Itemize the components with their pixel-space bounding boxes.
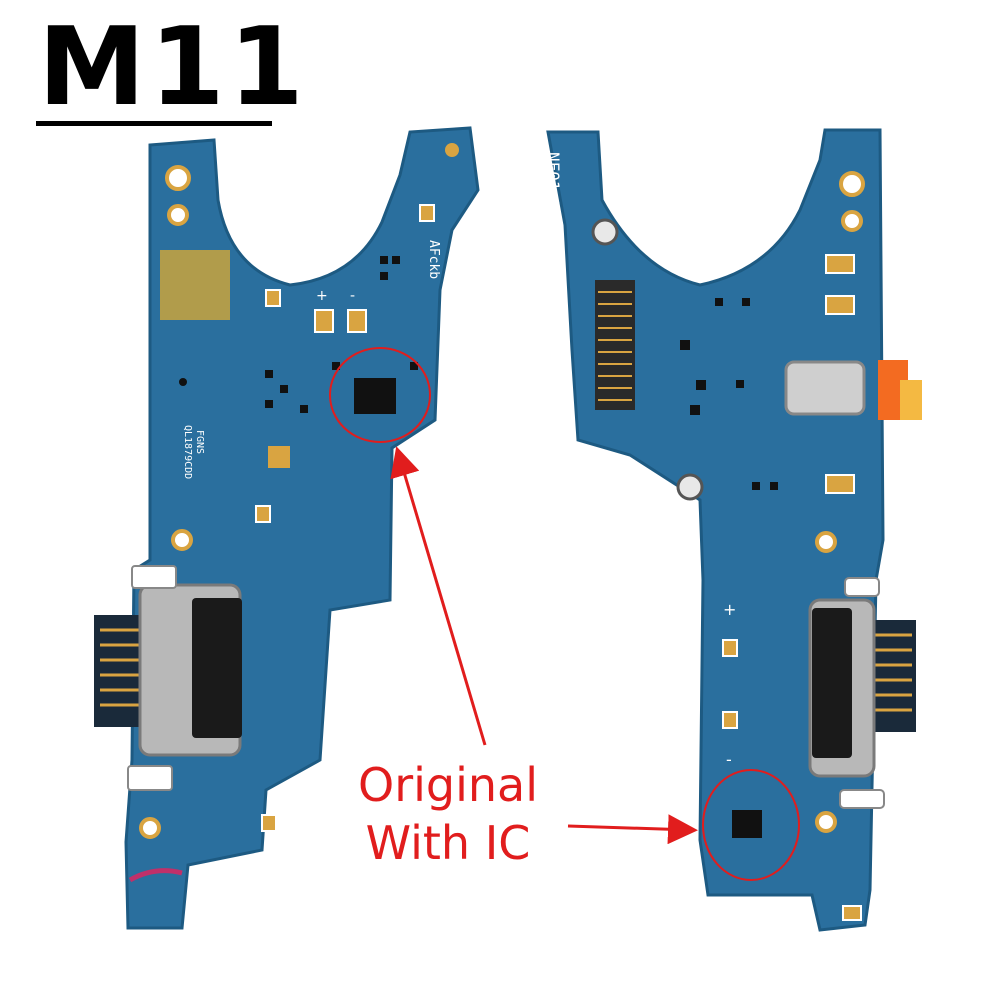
left-charging-board: AFckb FGNS QL1879CDD + -	[94, 126, 480, 930]
flex-connector	[868, 620, 916, 732]
coax-connector	[676, 473, 704, 501]
svg-text:QL1879CDD: QL1879CDD	[182, 425, 193, 479]
svg-text:+: +	[723, 600, 736, 619]
mounting-hole	[815, 811, 837, 833]
annotation-line-2: With IC	[365, 816, 531, 870]
mounting-hole	[167, 204, 189, 226]
board-to-board-connector	[595, 280, 635, 410]
ic-highlight-circle-left	[329, 347, 431, 443]
svg-text:FGNS: FGNS	[194, 430, 205, 454]
ic-chip	[354, 378, 396, 414]
svg-text:AFckb: AFckb	[426, 240, 441, 279]
ic-highlight-circle-right	[702, 769, 800, 881]
title-underline	[36, 121, 272, 126]
mounting-hole	[171, 529, 193, 551]
data-matrix-code	[160, 250, 230, 320]
annotation-arrow-left	[390, 446, 487, 746]
model-title: M11	[38, 5, 308, 130]
svg-text:+: +	[316, 288, 328, 304]
mounting-hole	[815, 531, 837, 553]
mounting-hole	[139, 817, 161, 839]
coax-connector	[591, 218, 619, 246]
right-charging-board: NF01 203 + -	[544, 128, 922, 932]
svg-text:-: -	[726, 750, 732, 769]
svg-text:NF01 203: NF01 203	[544, 152, 563, 229]
annotation-arrow-right	[567, 814, 698, 845]
original-ic-annotation: Original With IC	[358, 756, 538, 872]
annotation-line-1: Original	[358, 758, 539, 812]
microphone	[784, 360, 866, 416]
svg-text:-: -	[350, 288, 355, 304]
mounting-hole	[841, 210, 863, 232]
mounting-hole	[839, 171, 865, 197]
flex-connector	[94, 615, 142, 727]
bottom-ic-chip	[732, 810, 762, 838]
mounting-hole	[165, 165, 191, 191]
